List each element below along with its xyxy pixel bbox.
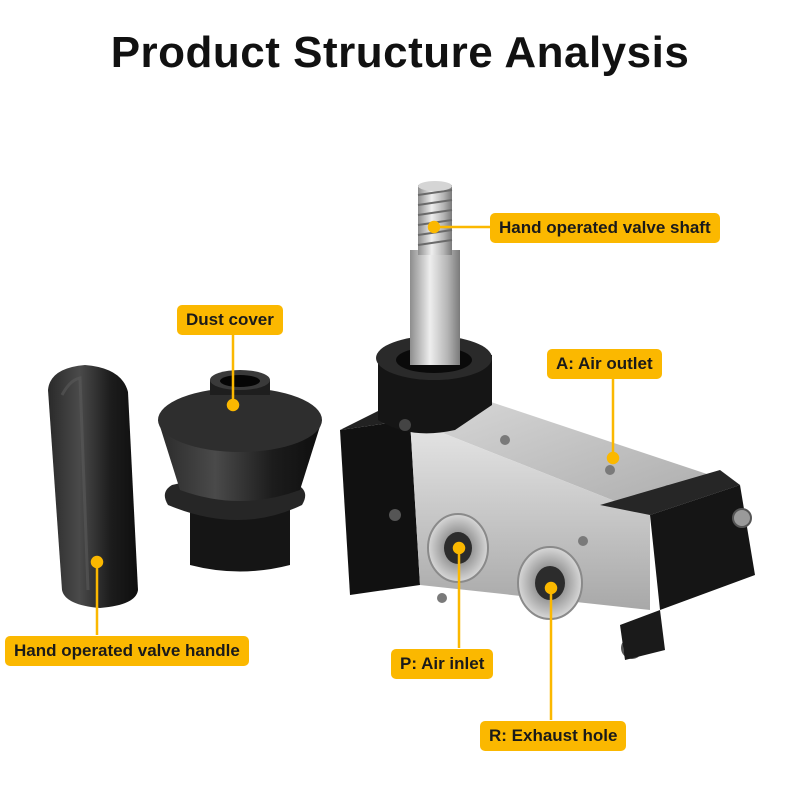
dust-cover	[158, 370, 322, 572]
leader-lines	[90, 220, 620, 720]
callout-air-inlet: P: Air inlet	[391, 649, 494, 679]
callout-dust-cover: Dust cover	[177, 305, 283, 335]
callout-valve-handle: Hand operated valve handle	[5, 636, 249, 666]
callout-exhaust-hole: R: Exhaust hole	[480, 721, 627, 751]
callout-air-outlet: A: Air outlet	[547, 349, 662, 379]
callout-valve-shaft: Hand operated valve shaft	[490, 213, 720, 243]
valve-handle	[48, 365, 138, 608]
valve-shaft	[376, 181, 492, 434]
valve-body	[340, 395, 755, 660]
page-title: Product Structure Analysis	[110, 28, 690, 77]
